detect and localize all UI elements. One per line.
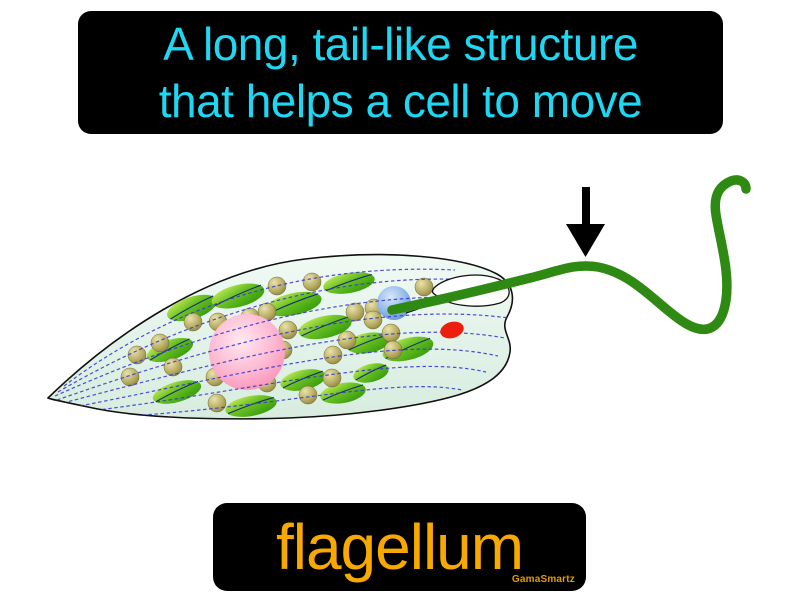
definition-banner: A long, tail-like structure that helps a… bbox=[78, 11, 723, 134]
pellicle-stripe bbox=[129, 386, 463, 417]
granule bbox=[127, 345, 147, 365]
granule bbox=[163, 357, 183, 377]
pellicle-stripe bbox=[89, 365, 487, 412]
definition-line-1: A long, tail-like structure bbox=[163, 17, 638, 70]
chloroplast bbox=[225, 395, 277, 417]
pellicle-stripe bbox=[73, 348, 499, 408]
pellicle-stripe bbox=[57, 278, 473, 393]
pellicle-stripe bbox=[63, 268, 456, 387]
granule bbox=[414, 277, 434, 297]
granule bbox=[323, 345, 343, 365]
nucleus bbox=[209, 314, 285, 390]
granule bbox=[337, 330, 357, 350]
chloroplast bbox=[323, 272, 375, 294]
pellicle-stripe bbox=[56, 313, 510, 401]
definition-line-2: that helps a cell to move bbox=[158, 74, 643, 127]
granule bbox=[298, 385, 318, 405]
term-label: flagellum bbox=[275, 511, 524, 583]
term-banner: flagellum GamaSmartz bbox=[213, 503, 586, 591]
granule bbox=[363, 310, 383, 330]
organelle-layer bbox=[120, 272, 434, 417]
chloroplast bbox=[353, 363, 389, 383]
chloroplast bbox=[167, 294, 217, 322]
granule bbox=[322, 368, 342, 388]
granule bbox=[267, 276, 287, 296]
granule bbox=[150, 333, 170, 353]
granule bbox=[302, 272, 322, 292]
down-arrow-icon bbox=[566, 187, 605, 257]
chloroplast bbox=[298, 314, 352, 340]
watermark-label: GamaSmartz bbox=[511, 574, 575, 585]
eyespot bbox=[440, 321, 464, 339]
granule bbox=[345, 302, 365, 322]
granule-layer bbox=[120, 272, 434, 413]
flagellum-tail bbox=[387, 175, 751, 334]
granule bbox=[278, 320, 298, 340]
